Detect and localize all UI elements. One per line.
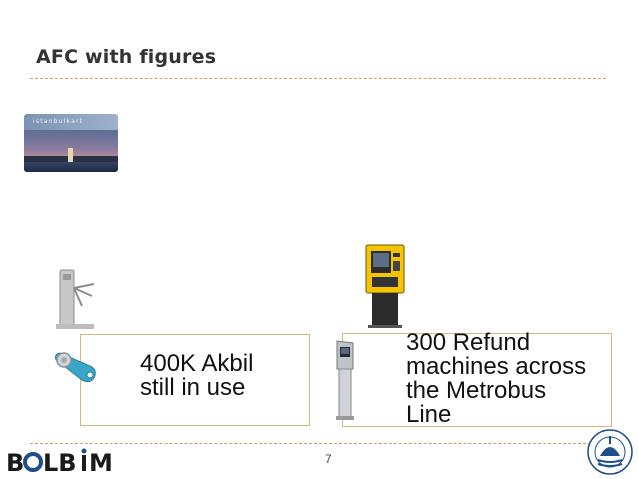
refund-line-1: 300 Refund [406, 329, 531, 356]
turnstile-icon [56, 269, 95, 329]
payment-terminal-icon [336, 340, 354, 420]
ibb-seal-logo [587, 429, 633, 475]
refund-kiosk-icon [365, 244, 405, 328]
akbil-line-2: still in use [140, 374, 246, 401]
page-number: 7 [325, 452, 332, 466]
akbil-text: 400K Akbil still in use [140, 352, 253, 400]
svg-text:B: B [6, 449, 24, 475]
card-label: istanbulkart [33, 118, 84, 125]
top-divider [30, 78, 606, 79]
istanbulkart-card-image: istanbulkart [24, 114, 118, 172]
refund-line-2: machines across [406, 353, 587, 380]
akbil-keyfob-icon [55, 352, 96, 383]
refund-text: 300 Refund machines across the Metrobus … [406, 331, 586, 427]
slide-title: AFC with figures [36, 46, 217, 68]
bottom-divider [30, 443, 606, 444]
refund-info-box [342, 333, 612, 427]
akbil-line-1: 400K Akbil [140, 350, 254, 377]
refund-line-4: Line [406, 401, 452, 428]
akbil-info-box [80, 334, 310, 426]
belbim-logo: B LB M [6, 448, 113, 475]
svg-text:LB: LB [43, 449, 77, 475]
refund-line-3: the Metrobus [406, 377, 547, 404]
svg-text:M: M [89, 449, 113, 475]
